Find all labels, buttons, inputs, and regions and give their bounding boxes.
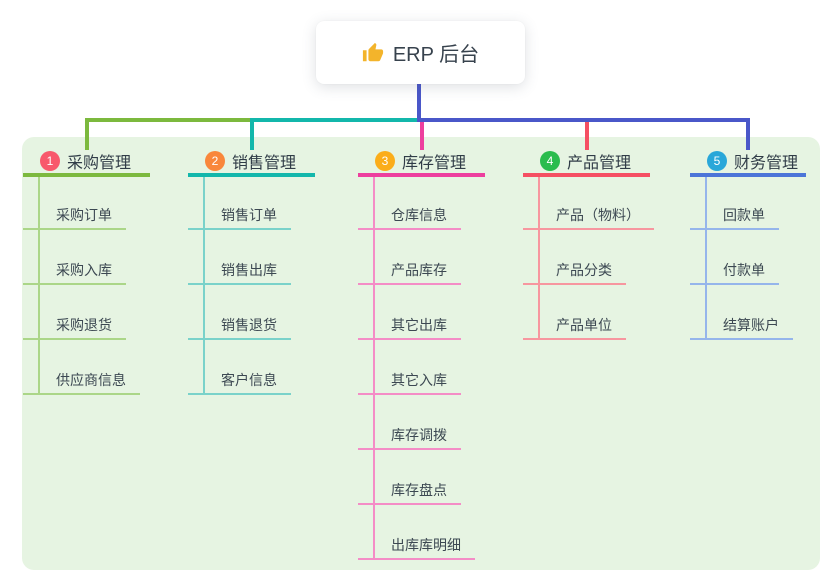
connector-bar-right: [417, 118, 750, 122]
child-connector-line: [38, 177, 40, 395]
connector-drop-3: [420, 120, 424, 150]
branch-node[interactable]: 4 产品管理: [523, 148, 650, 177]
child-node[interactable]: 结算账户: [690, 314, 793, 340]
child-node[interactable]: 采购订单: [23, 204, 126, 230]
branch-node[interactable]: 1 采购管理: [23, 148, 150, 177]
branch-label: 产品管理: [567, 154, 632, 172]
child-node[interactable]: 销售出库: [188, 259, 291, 285]
branch-index-badge: 5: [707, 150, 727, 171]
child-node[interactable]: 仓库信息: [358, 204, 461, 230]
child-node[interactable]: 供应商信息: [23, 369, 140, 395]
branch-index-badge: 3: [375, 150, 395, 171]
child-node[interactable]: 回款单: [690, 204, 779, 230]
root-node[interactable]: ERP 后台: [316, 21, 525, 84]
branch-index-badge: 2: [205, 150, 225, 171]
child-node[interactable]: 产品分类: [523, 259, 626, 285]
branch-4: 4 产品管理产品（物料） 产品分类产品单位: [523, 148, 654, 340]
child-node[interactable]: 付款单: [690, 259, 779, 285]
child-node[interactable]: 其它入库: [358, 369, 461, 395]
connector-drop-5: [746, 120, 750, 150]
child-node[interactable]: 采购入库: [23, 259, 126, 285]
branch-2: 2 销售管理销售订单销售出库销售退货客户信息: [188, 148, 315, 395]
branch-5: 5 财务管理回款单付款单结算账户: [690, 148, 806, 340]
connector-drop-4: [585, 120, 589, 150]
child-connector-line: [705, 177, 707, 340]
branch-index-badge: 4: [540, 150, 560, 171]
branch-node[interactable]: 3 库存管理: [358, 148, 485, 177]
thumbs-up-icon: [362, 42, 384, 64]
child-node[interactable]: 产品单位: [523, 314, 626, 340]
child-connector-line: [373, 177, 375, 560]
branch-index-badge: 1: [40, 150, 60, 171]
child-node[interactable]: 产品（物料）: [523, 204, 654, 230]
connector-drop-2: [250, 120, 254, 150]
connector-bar-left: [85, 118, 252, 122]
child-connector-line: [203, 177, 205, 395]
child-node[interactable]: 销售退货: [188, 314, 291, 340]
root-label: ERP 后台: [392, 44, 480, 66]
branch-1: 1 采购管理采购订单采购入库采购退货供应商信息: [23, 148, 150, 395]
branch-3: 3 库存管理仓库信息产品库存其它出库其它入库库存调拨库存盘点出库库明细: [358, 148, 485, 560]
child-node[interactable]: 其它出库: [358, 314, 461, 340]
child-node[interactable]: 库存调拨: [358, 424, 461, 450]
child-node[interactable]: 产品库存: [358, 259, 461, 285]
child-node[interactable]: 销售订单: [188, 204, 291, 230]
connector-bar-mid: [250, 118, 421, 122]
panel-background: [22, 137, 820, 570]
branch-label: 财务管理: [734, 154, 799, 172]
connector-drop-1: [85, 120, 89, 150]
child-connector-line: [538, 177, 540, 340]
child-node[interactable]: 采购退货: [23, 314, 126, 340]
child-node[interactable]: 库存盘点: [358, 479, 461, 505]
child-node[interactable]: 客户信息: [188, 369, 291, 395]
connector-root-stem: [417, 84, 421, 122]
child-node[interactable]: 出库库明细: [358, 534, 475, 560]
branch-label: 库存管理: [402, 154, 467, 172]
branch-label: 销售管理: [232, 154, 297, 172]
branch-node[interactable]: 2 销售管理: [188, 148, 315, 177]
branch-node[interactable]: 5 财务管理: [690, 148, 806, 177]
branch-label: 采购管理: [67, 154, 132, 172]
